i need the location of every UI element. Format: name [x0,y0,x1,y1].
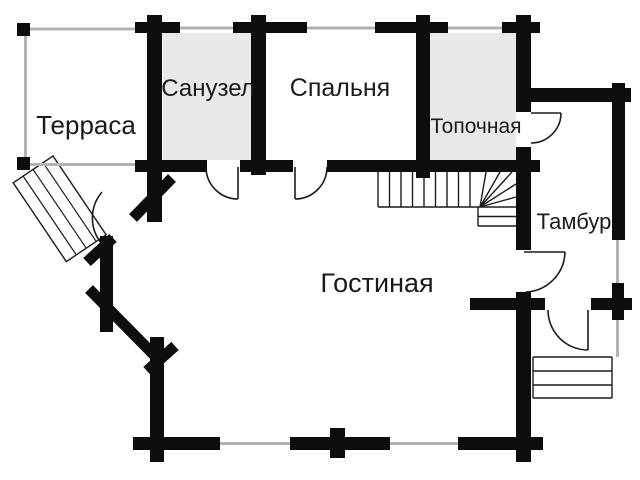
bedroom-door-arc [294,166,328,200]
stair-winder-line [479,171,513,208]
room-label-vestibule: Тамбур [537,209,612,234]
room-label-living: Гостиная [320,268,433,298]
step-line [42,162,97,242]
stair-winder-line [479,196,517,208]
terrace-steps [12,155,108,263]
wall-segment-diagonal [129,174,176,222]
wall-segment [612,283,624,320]
stair-winder-line [479,183,517,208]
wall-segment [233,22,307,33]
terrace-door-arc [91,191,103,245]
bathroom-room-fill [163,33,251,160]
room-label-terrace: Терраса [36,110,136,140]
wall-segment [612,83,625,240]
room-fills [163,33,516,160]
porch-steps [532,356,613,399]
room-labels: Терраса Санузел Спальня Топочная Тамбур … [36,74,611,298]
wall-diagonals [83,174,179,376]
room-label-boiler: Топочная [430,115,521,138]
entrance-door-arc [547,309,589,351]
terrace-post [17,23,30,36]
terrace-post [17,157,30,170]
wall-segment [375,22,448,33]
wall-segment [470,298,545,310]
bathroom-door-arc [205,166,239,200]
wall-segment [516,147,531,250]
boiler-room-fill [430,33,516,160]
vestibule-door-arc [525,251,566,293]
wall-segment [516,15,531,112]
wall-segment [240,160,293,172]
staircase [377,170,517,227]
wall-segment [516,88,631,102]
wall-segment-diagonal [85,285,165,366]
step-line [32,169,87,249]
step-line [22,175,77,256]
wall-segment [133,437,220,450]
wall-segment [251,15,266,175]
wall-segment [416,15,430,178]
walls [83,15,632,462]
wall-segment-diagonal [83,233,117,267]
doors [91,112,589,351]
terrace-posts [17,23,30,170]
wall-segment [591,298,632,310]
wall-segment [327,160,540,172]
room-label-bedroom: Спальня [290,74,390,102]
wall-segment [458,437,543,450]
stair-winder-line [479,171,501,208]
stair-winder-line [479,171,487,208]
wall-segment [516,292,531,462]
room-label-bathroom: Санузел [161,75,255,102]
wall-segment-diagonal [143,341,179,376]
wall-segment [330,428,345,458]
boiler-door-arc [530,112,562,144]
wall-segment [135,160,207,172]
